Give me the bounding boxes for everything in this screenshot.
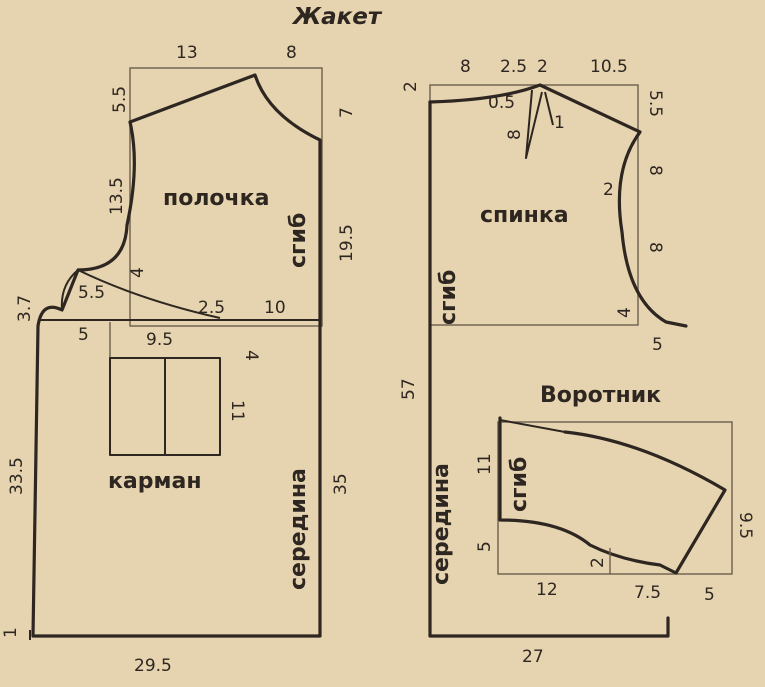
dim-back-arm-8a: 8 bbox=[645, 165, 665, 176]
collar-box bbox=[497, 421, 733, 575]
dim-back-left-2: 2 bbox=[401, 81, 421, 92]
collar-dimensions: 11 5 2 12 7.5 5 9.5 bbox=[475, 453, 755, 605]
dim-front-left-37: 3.7 bbox=[15, 295, 35, 322]
back-piece-label: спинка bbox=[480, 203, 569, 228]
dim-front-top-right: 8 bbox=[286, 43, 297, 63]
back-piece bbox=[428, 83, 688, 638]
back-dart-line bbox=[544, 91, 554, 126]
collar-top-line bbox=[499, 419, 566, 433]
dim-collar-r95: 9.5 bbox=[735, 512, 755, 539]
dim-back-side-5: 5 bbox=[652, 335, 663, 355]
back-fold-label: сгиб bbox=[436, 270, 461, 325]
dim-front-top-left: 13 bbox=[176, 43, 198, 63]
dim-front-inner-4: 4 bbox=[128, 267, 148, 278]
dim-back-arm-2: 2 bbox=[603, 180, 614, 200]
dim-pocket-top: 4 bbox=[241, 350, 261, 361]
dim-back-top-2: 2 bbox=[537, 57, 548, 77]
front-center-label: середина bbox=[286, 468, 311, 590]
dim-collar-w5: 5 bbox=[704, 585, 715, 605]
front-outline bbox=[31, 73, 322, 638]
dim-front-right-height: 35 bbox=[331, 473, 351, 495]
pattern-title: Жакет bbox=[291, 4, 383, 30]
dim-collar-d2: 2 bbox=[588, 557, 608, 568]
dim-collar-h11: 11 bbox=[475, 453, 495, 475]
dim-front-side-19: 19.5 bbox=[337, 224, 357, 262]
back-shoulder-armhole bbox=[428, 83, 688, 328]
front-fold-label: сгиб bbox=[286, 213, 311, 268]
dim-back-dart-05: 0.5 bbox=[488, 93, 515, 113]
dim-back-bottom: 27 bbox=[522, 647, 544, 667]
back-outline bbox=[428, 100, 670, 638]
dim-collar-h5: 5 bbox=[475, 541, 495, 552]
pocket-label: карман bbox=[108, 469, 202, 494]
front-piece-label: полочка bbox=[163, 186, 269, 211]
dim-front-hem: 1 bbox=[1, 627, 21, 638]
dim-front-25: 2.5 bbox=[198, 298, 225, 318]
dim-front-lapel: 5.5 bbox=[78, 283, 105, 303]
dim-front-shoulder-drop: 5.5 bbox=[110, 86, 130, 113]
dim-collar-w12: 12 bbox=[536, 580, 558, 600]
dim-front-armhole: 13.5 bbox=[107, 177, 127, 215]
dim-back-top-105: 10.5 bbox=[590, 57, 628, 77]
back-dart bbox=[525, 89, 543, 159]
front-lapel-line bbox=[60, 269, 221, 319]
collar-label: Воротник bbox=[540, 383, 661, 408]
dim-front-10: 10 bbox=[264, 298, 286, 318]
collar-outline bbox=[498, 416, 727, 575]
dim-back-length: 57 bbox=[399, 378, 419, 400]
dim-front-left-height: 33.5 bbox=[7, 457, 27, 495]
collar-piece bbox=[497, 416, 733, 575]
front-dimensions: 13 8 5.5 7 13.5 19.5 4 5.5 3.7 2.5 10 5 … bbox=[1, 43, 357, 676]
front-piece bbox=[29, 67, 323, 640]
dim-front-right-top: 7 bbox=[337, 107, 357, 118]
dim-back-arm-4: 4 bbox=[615, 307, 635, 318]
front-upper-box bbox=[129, 67, 323, 327]
dim-front-5: 5 bbox=[78, 325, 89, 345]
dim-back-top-25: 2.5 bbox=[500, 57, 527, 77]
dim-back-right-55: 5.5 bbox=[645, 90, 665, 117]
collar-fold-label: сгиб bbox=[507, 457, 532, 512]
back-center-label: середина bbox=[429, 463, 454, 585]
dim-collar-w75: 7.5 bbox=[634, 583, 661, 603]
dim-front-bottom: 29.5 bbox=[134, 656, 172, 676]
dim-pocket-width: 9.5 bbox=[146, 330, 173, 350]
dim-back-dart-1: 1 bbox=[554, 113, 565, 133]
dim-pocket-height: 11 bbox=[227, 400, 247, 422]
dim-back-top-8: 8 bbox=[460, 57, 471, 77]
dim-back-arm-8b: 8 bbox=[645, 242, 665, 253]
back-dimensions: 8 2.5 2 10.5 2 0.5 8 1 5.5 8 2 8 4 5 57 … bbox=[399, 57, 665, 667]
dim-back-dart-8: 8 bbox=[505, 129, 525, 140]
